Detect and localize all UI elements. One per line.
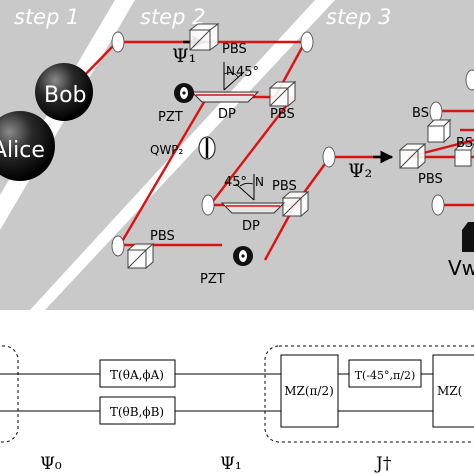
gate-b (99, 396, 176, 425)
angle-label: 45° (224, 175, 247, 190)
alice-sphere (0, 111, 55, 181)
bob-sphere (35, 63, 93, 121)
psi1-label: Ψ₁ (172, 45, 196, 67)
dp-label: DP (218, 107, 236, 122)
jdag-dashed-box (264, 345, 474, 443)
mirror (300, 31, 314, 53)
vw-label: Vw (448, 256, 474, 280)
detector (462, 222, 474, 252)
dove-prism-1 (190, 62, 260, 103)
mirror (465, 69, 474, 91)
dp-label: DP (242, 219, 260, 234)
mirrors (111, 31, 474, 257)
n-label: N (226, 64, 235, 78)
t-gate (348, 359, 422, 388)
mirror (322, 146, 336, 168)
mirror (429, 101, 443, 123)
mirror (201, 194, 215, 216)
pbs-label: PBS (222, 42, 247, 57)
bs-cubes (426, 118, 474, 167)
angle-label: 45° (236, 65, 259, 80)
qwp2-label: QWP₂ (150, 143, 184, 157)
gate-a-label: T(θA,ϕA) (110, 368, 164, 382)
mirror (431, 194, 445, 216)
dove-prism-2 (220, 174, 286, 214)
circuit: T(θA,ϕA) T(θB,ϕB) MZ(π/2) T(-45°,π/2) MZ… (0, 345, 474, 474)
bs-label: BS (456, 136, 473, 151)
t-gate-label: T(-45°,π/2) (355, 369, 416, 382)
pbs-cubes (126, 23, 427, 270)
step-3-label: step 3 (326, 5, 391, 29)
alice-label: Alice (0, 138, 45, 163)
pzt-mirror-1 (174, 83, 194, 103)
n-label: N (255, 175, 264, 189)
gate-b-label: T(θB,ϕB) (110, 405, 164, 419)
jdag-label: J† (374, 454, 392, 474)
bob-label: Bob (44, 83, 87, 108)
pbs-cube (126, 242, 155, 270)
psi1-circuit-label: Ψ₁ (220, 454, 242, 474)
mirror (111, 235, 125, 257)
pbs-label: PBS (270, 107, 295, 122)
bs-cube (453, 143, 474, 167)
pbs-label: PBS (418, 172, 443, 187)
gate-a (99, 359, 176, 388)
pbs-cube (398, 142, 427, 170)
step-1-label: step 1 (14, 5, 79, 29)
pbs-label: PBS (150, 229, 175, 244)
pbs-cube (268, 80, 297, 108)
step-3-band (45, 0, 474, 310)
mz-gate-1-label: MZ(π/2) (284, 384, 334, 398)
psi2-label: Ψ₂ (348, 160, 372, 182)
mz-gate-2 (432, 354, 474, 428)
step-2-band (0, 0, 315, 310)
bs-cube (426, 118, 452, 144)
bs-label: BS (412, 106, 429, 121)
step-2-label: step 2 (140, 5, 205, 29)
pbs-label: PBS (272, 179, 297, 194)
pbs-cube (188, 23, 220, 51)
mz-gate-2-label: MZ( (437, 384, 462, 398)
pzt-mirror-2 (233, 246, 253, 266)
input-dashed-box (0, 345, 19, 443)
mz-gate-1 (280, 354, 339, 428)
pzt-label: PZT (200, 272, 225, 287)
mirror (111, 31, 125, 53)
pzt-label: PZT (158, 110, 183, 125)
pbs-cube (281, 190, 310, 218)
psi0-label: Ψ₀ (40, 454, 62, 474)
